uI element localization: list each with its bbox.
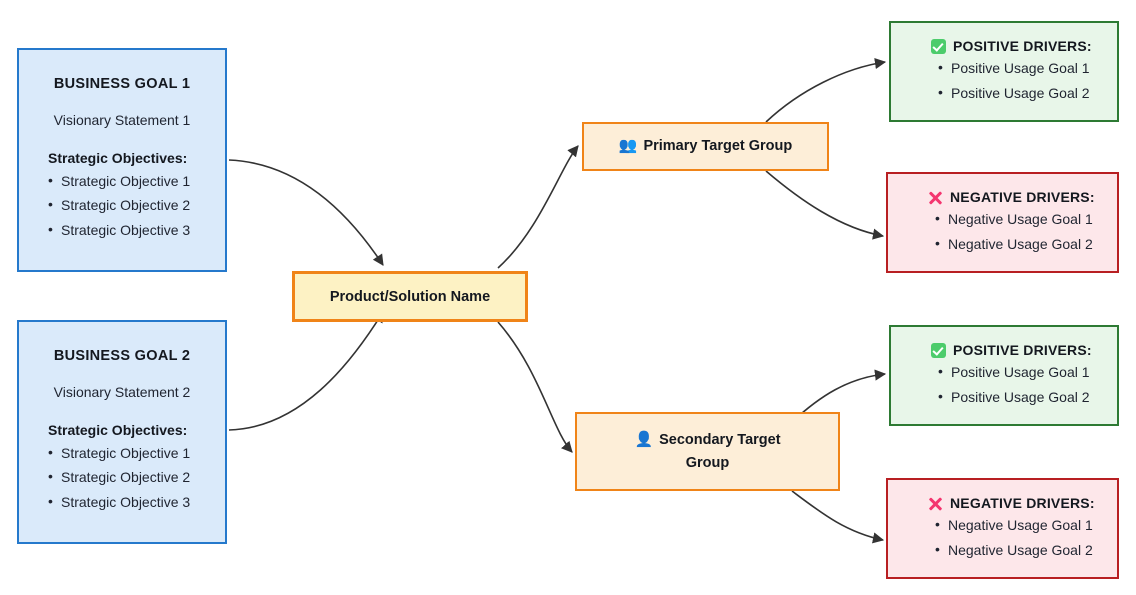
list-item: Strategic Objective 3 bbox=[48, 217, 209, 242]
negative-drivers-primary-node[interactable]: NEGATIVE DRIVERS: Negative Usage Goal 1 … bbox=[886, 172, 1119, 273]
list-item: Negative Usage Goal 1 bbox=[935, 512, 1103, 537]
driver-heading: NEGATIVE DRIVERS: bbox=[950, 495, 1095, 512]
goal-objectives-list: Strategic Objective 1 Strategic Objectiv… bbox=[35, 168, 209, 242]
goal-title: BUSINESS GOAL 2 bbox=[53, 348, 191, 365]
list-item: Strategic Objective 3 bbox=[48, 489, 209, 514]
driver-items-list: Positive Usage Goal 1 Positive Usage Goa… bbox=[905, 359, 1103, 409]
check-icon bbox=[931, 342, 946, 358]
edge-product-to-primary bbox=[497, 145, 579, 269]
primary-target-group-node[interactable]: 👥 Primary Target Group bbox=[582, 122, 829, 171]
list-item: Strategic Objective 2 bbox=[48, 192, 209, 217]
list-item: Positive Usage Goal 2 bbox=[938, 383, 1103, 409]
edge-secondary-to-negative bbox=[791, 490, 885, 544]
driver-items-list: Negative Usage Goal 1 Negative Usage Goa… bbox=[902, 512, 1103, 562]
positive-drivers-secondary-node[interactable]: POSITIVE DRIVERS: Positive Usage Goal 1 … bbox=[889, 325, 1119, 426]
list-item: Strategic Objective 2 bbox=[48, 464, 209, 489]
driver-heading: POSITIVE DRIVERS: bbox=[953, 342, 1092, 359]
driver-items-list: Positive Usage Goal 1 Positive Usage Goa… bbox=[905, 55, 1103, 105]
people-icon: 👥 bbox=[618, 137, 638, 155]
goal-objectives-label: Strategic Objectives: bbox=[48, 150, 188, 167]
business-goal-2-node[interactable]: BUSINESS GOAL 2 Visionary Statement 2 St… bbox=[17, 320, 227, 544]
driver-heading-row: NEGATIVE DRIVERS: bbox=[902, 189, 1103, 205]
list-item: Strategic Objective 1 bbox=[48, 168, 209, 193]
list-item: Strategic Objective 1 bbox=[48, 440, 209, 465]
edge-product-to-secondary bbox=[497, 321, 573, 453]
business-goal-1-node[interactable]: BUSINESS GOAL 1 Visionary Statement 1 St… bbox=[17, 48, 227, 272]
target-label-wrap: 👤 Secondary Target Group bbox=[625, 429, 790, 474]
positive-drivers-primary-node[interactable]: POSITIVE DRIVERS: Positive Usage Goal 1 … bbox=[889, 21, 1119, 122]
negative-drivers-secondary-node[interactable]: NEGATIVE DRIVERS: Negative Usage Goal 1 … bbox=[886, 478, 1119, 579]
goal-vision-statement: Visionary Statement 2 bbox=[53, 384, 191, 401]
cross-icon bbox=[928, 190, 943, 205]
edge-goal1-to-product bbox=[228, 159, 384, 266]
driver-heading-row: NEGATIVE DRIVERS: bbox=[902, 495, 1103, 511]
goal-vision-statement: Visionary Statement 1 bbox=[53, 112, 191, 129]
edge-primary-to-positive bbox=[765, 57, 887, 123]
driver-heading: POSITIVE DRIVERS: bbox=[953, 38, 1092, 55]
list-item: Positive Usage Goal 2 bbox=[938, 79, 1103, 105]
list-item: Positive Usage Goal 1 bbox=[938, 359, 1103, 384]
product-solution-node[interactable]: Product/Solution Name bbox=[292, 271, 528, 322]
person-icon: 👤 bbox=[634, 431, 654, 449]
target-label-wrap: 👥 Primary Target Group bbox=[619, 135, 792, 157]
goal-title: BUSINESS GOAL 1 bbox=[53, 76, 191, 93]
edge-goal2-to-product bbox=[228, 311, 384, 431]
goal-objectives-label: Strategic Objectives: bbox=[48, 422, 188, 439]
driver-heading: NEGATIVE DRIVERS: bbox=[950, 189, 1095, 206]
product-label: Product/Solution Name bbox=[329, 288, 491, 305]
list-item: Negative Usage Goal 2 bbox=[935, 230, 1103, 256]
list-item: Positive Usage Goal 1 bbox=[938, 55, 1103, 80]
list-item: Negative Usage Goal 2 bbox=[935, 536, 1103, 562]
list-item: Negative Usage Goal 1 bbox=[935, 206, 1103, 231]
target-label: Primary Target Group bbox=[643, 138, 793, 155]
goal-objectives-list: Strategic Objective 1 Strategic Objectiv… bbox=[35, 440, 209, 514]
cross-icon bbox=[928, 496, 943, 511]
driver-heading-row: POSITIVE DRIVERS: bbox=[905, 342, 1103, 358]
target-label: Secondary Target Group bbox=[659, 432, 781, 471]
edge-primary-to-negative bbox=[765, 170, 885, 240]
driver-heading-row: POSITIVE DRIVERS: bbox=[905, 38, 1103, 54]
driver-items-list: Negative Usage Goal 1 Negative Usage Goa… bbox=[902, 206, 1103, 256]
check-icon bbox=[931, 38, 946, 54]
secondary-target-group-node[interactable]: 👤 Secondary Target Group bbox=[575, 412, 840, 491]
